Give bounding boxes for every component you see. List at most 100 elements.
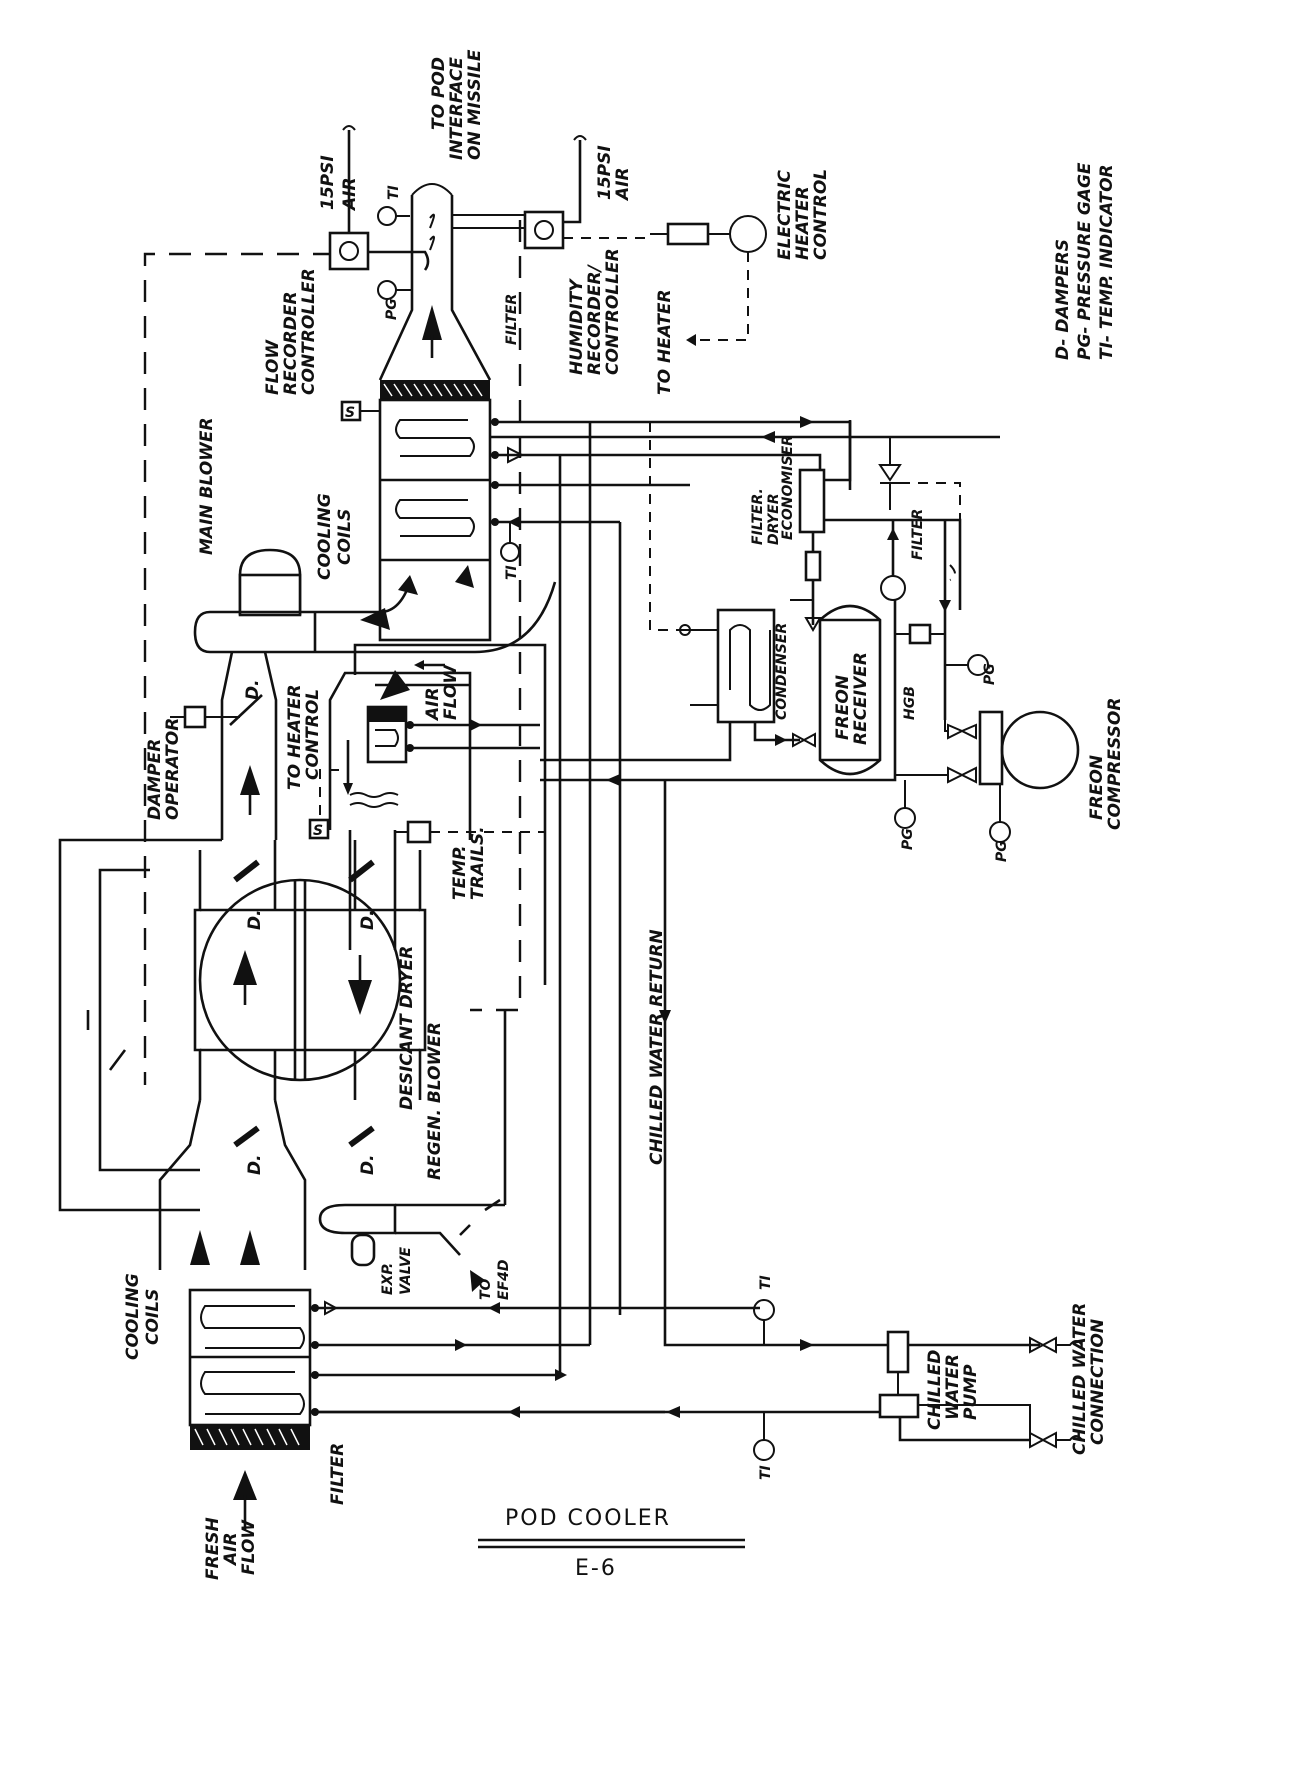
damper-icon <box>484 1198 501 1212</box>
upper-coil-pipes <box>470 220 1000 1375</box>
svg-text:VALVE: VALVE <box>398 1246 414 1295</box>
ti-gauge-icon <box>753 1299 775 1321</box>
humidity-recorder-controller-box <box>523 210 565 250</box>
desicant-dryer: D. D. D. D. <box>58 838 427 1212</box>
svg-text:CONDENSER: CONDENSER <box>774 623 790 720</box>
main-blower-section: D. <box>170 548 557 840</box>
svg-text:HEATER: HEATER <box>793 186 813 260</box>
bypass-damper-icon <box>108 1049 127 1071</box>
main-blower-motor <box>238 573 302 617</box>
hot-gas-bypass-line <box>540 600 897 782</box>
refrigeration-section <box>540 420 1080 843</box>
svg-text:AIR: AIR <box>340 177 360 212</box>
exhaust-arrow-icon <box>470 1270 485 1292</box>
svg-text:FILTER: FILTER <box>328 1443 348 1505</box>
svg-text:TO POD: TO POD <box>429 57 449 130</box>
svg-text:COOLING: COOLING <box>123 1273 143 1360</box>
svg-text:FRESH: FRESH <box>203 1517 223 1580</box>
svg-text:PUMP: PUMP <box>961 1364 981 1420</box>
inlet-section <box>158 1010 760 1530</box>
valve-icon <box>1029 1336 1057 1354</box>
svg-text:COILS: COILS <box>143 1289 163 1345</box>
filter-box <box>908 623 932 645</box>
svg-text:TI: TI <box>758 1465 774 1480</box>
chilled-water-pump <box>878 1393 920 1419</box>
temp-trails-box <box>406 820 432 844</box>
svg-text:CONTROL: CONTROL <box>303 689 323 780</box>
svg-text:TEMP.: TEMP. <box>450 845 470 900</box>
svg-text:COOLING: COOLING <box>315 493 335 580</box>
svg-text:TI: TI <box>758 1275 774 1290</box>
svg-text:15PSI: 15PSI <box>318 155 338 210</box>
svg-text:D.: D. <box>243 679 263 700</box>
humidity-controls <box>452 135 767 346</box>
coil-1 <box>395 419 475 457</box>
svg-text:D.: D. <box>245 1154 265 1175</box>
svg-text:FLOW: FLOW <box>239 1519 259 1575</box>
svg-text:PG: PG <box>900 828 916 850</box>
pg-gauge-icon <box>377 280 397 300</box>
economiser <box>798 468 826 534</box>
svg-text:TO HEATER: TO HEATER <box>285 684 305 790</box>
damper-operator-box <box>183 705 207 729</box>
pg-gauge-icon <box>894 807 916 829</box>
damper-icon <box>459 1224 471 1236</box>
solenoid-box <box>308 818 330 840</box>
legend-temp-indicator: TI- TEMP. INDICATOR <box>1097 164 1117 360</box>
svg-text:CONNECTION: CONNECTION <box>1088 1319 1108 1445</box>
electric-heater-control-icon <box>729 215 767 253</box>
svg-text:FREON: FREON <box>1087 755 1107 820</box>
svg-text:FREON: FREON <box>833 675 853 740</box>
chilled-water-pump-motor <box>886 1330 910 1374</box>
svg-text:PG: PG <box>384 298 400 320</box>
svg-text:15PSI: 15PSI <box>595 145 615 200</box>
up-arrow-icon <box>233 950 257 985</box>
air-flow-arrow-icon <box>380 670 410 700</box>
svg-text:CONTROLLER: CONTROLLER <box>603 248 623 375</box>
svg-text:TO HEATER: TO HEATER <box>655 289 675 395</box>
heater-relay-box <box>666 222 710 246</box>
svg-text:EXP.: EXP. <box>380 1263 396 1295</box>
svg-text:TRAILS.: TRAILS. <box>468 826 488 900</box>
damper-icon <box>233 859 260 883</box>
svg-text:PG: PG <box>982 663 998 685</box>
flow-arrow-icon <box>422 305 442 340</box>
svg-text:TI: TI <box>386 185 402 200</box>
valve-icon <box>1029 1431 1057 1449</box>
filter-gauge-icon <box>880 575 906 601</box>
title-block: POD COOLER E-6 <box>478 1506 745 1581</box>
coil-2 <box>395 499 475 537</box>
coil-3 <box>200 1305 305 1349</box>
svg-text:MAIN BLOWER: MAIN BLOWER <box>197 417 217 555</box>
down-arrow-icon <box>348 980 372 1015</box>
water-valve-icon <box>679 624 691 636</box>
freon-compressor <box>1000 710 1080 790</box>
valve-icon <box>947 723 977 740</box>
svg-text:RECORDER/: RECORDER/ <box>585 263 605 375</box>
svg-text:ECONOMISER: ECONOMISER <box>780 435 796 540</box>
legend-dampers: D- DAMPERS <box>1053 239 1073 360</box>
damper-icon <box>348 859 375 883</box>
regen-blower <box>318 1203 397 1235</box>
svg-text:TO: TO <box>478 1278 494 1300</box>
svg-text:COILS: COILS <box>335 509 355 565</box>
svg-text:D.: D. <box>245 909 265 930</box>
legend-pressure-gage: PG- PRESSURE GAGE <box>1075 162 1095 360</box>
flow-recorder-controller-box <box>328 231 370 271</box>
valve-icon <box>792 732 816 748</box>
svg-text:FLOW: FLOW <box>263 339 283 395</box>
damper-icon <box>229 694 263 726</box>
svg-text:RECEIVER: RECEIVER <box>851 652 871 745</box>
svg-text:WATER: WATER <box>943 1354 963 1420</box>
filter-dryer <box>804 550 822 582</box>
flow-control-dashed-line <box>143 252 335 1085</box>
coil-4 <box>200 1371 305 1415</box>
svg-text:REGEN. BLOWER: REGEN. BLOWER <box>425 1022 445 1180</box>
pg-gauge-icon <box>989 821 1011 843</box>
svg-text:RECORDER: RECORDER <box>281 291 301 395</box>
outlet-filter <box>380 380 490 400</box>
svg-text:PG: PG <box>994 840 1010 862</box>
svg-text:HUMIDITY: HUMIDITY <box>567 278 587 375</box>
regen-blower-motor <box>350 1233 376 1267</box>
